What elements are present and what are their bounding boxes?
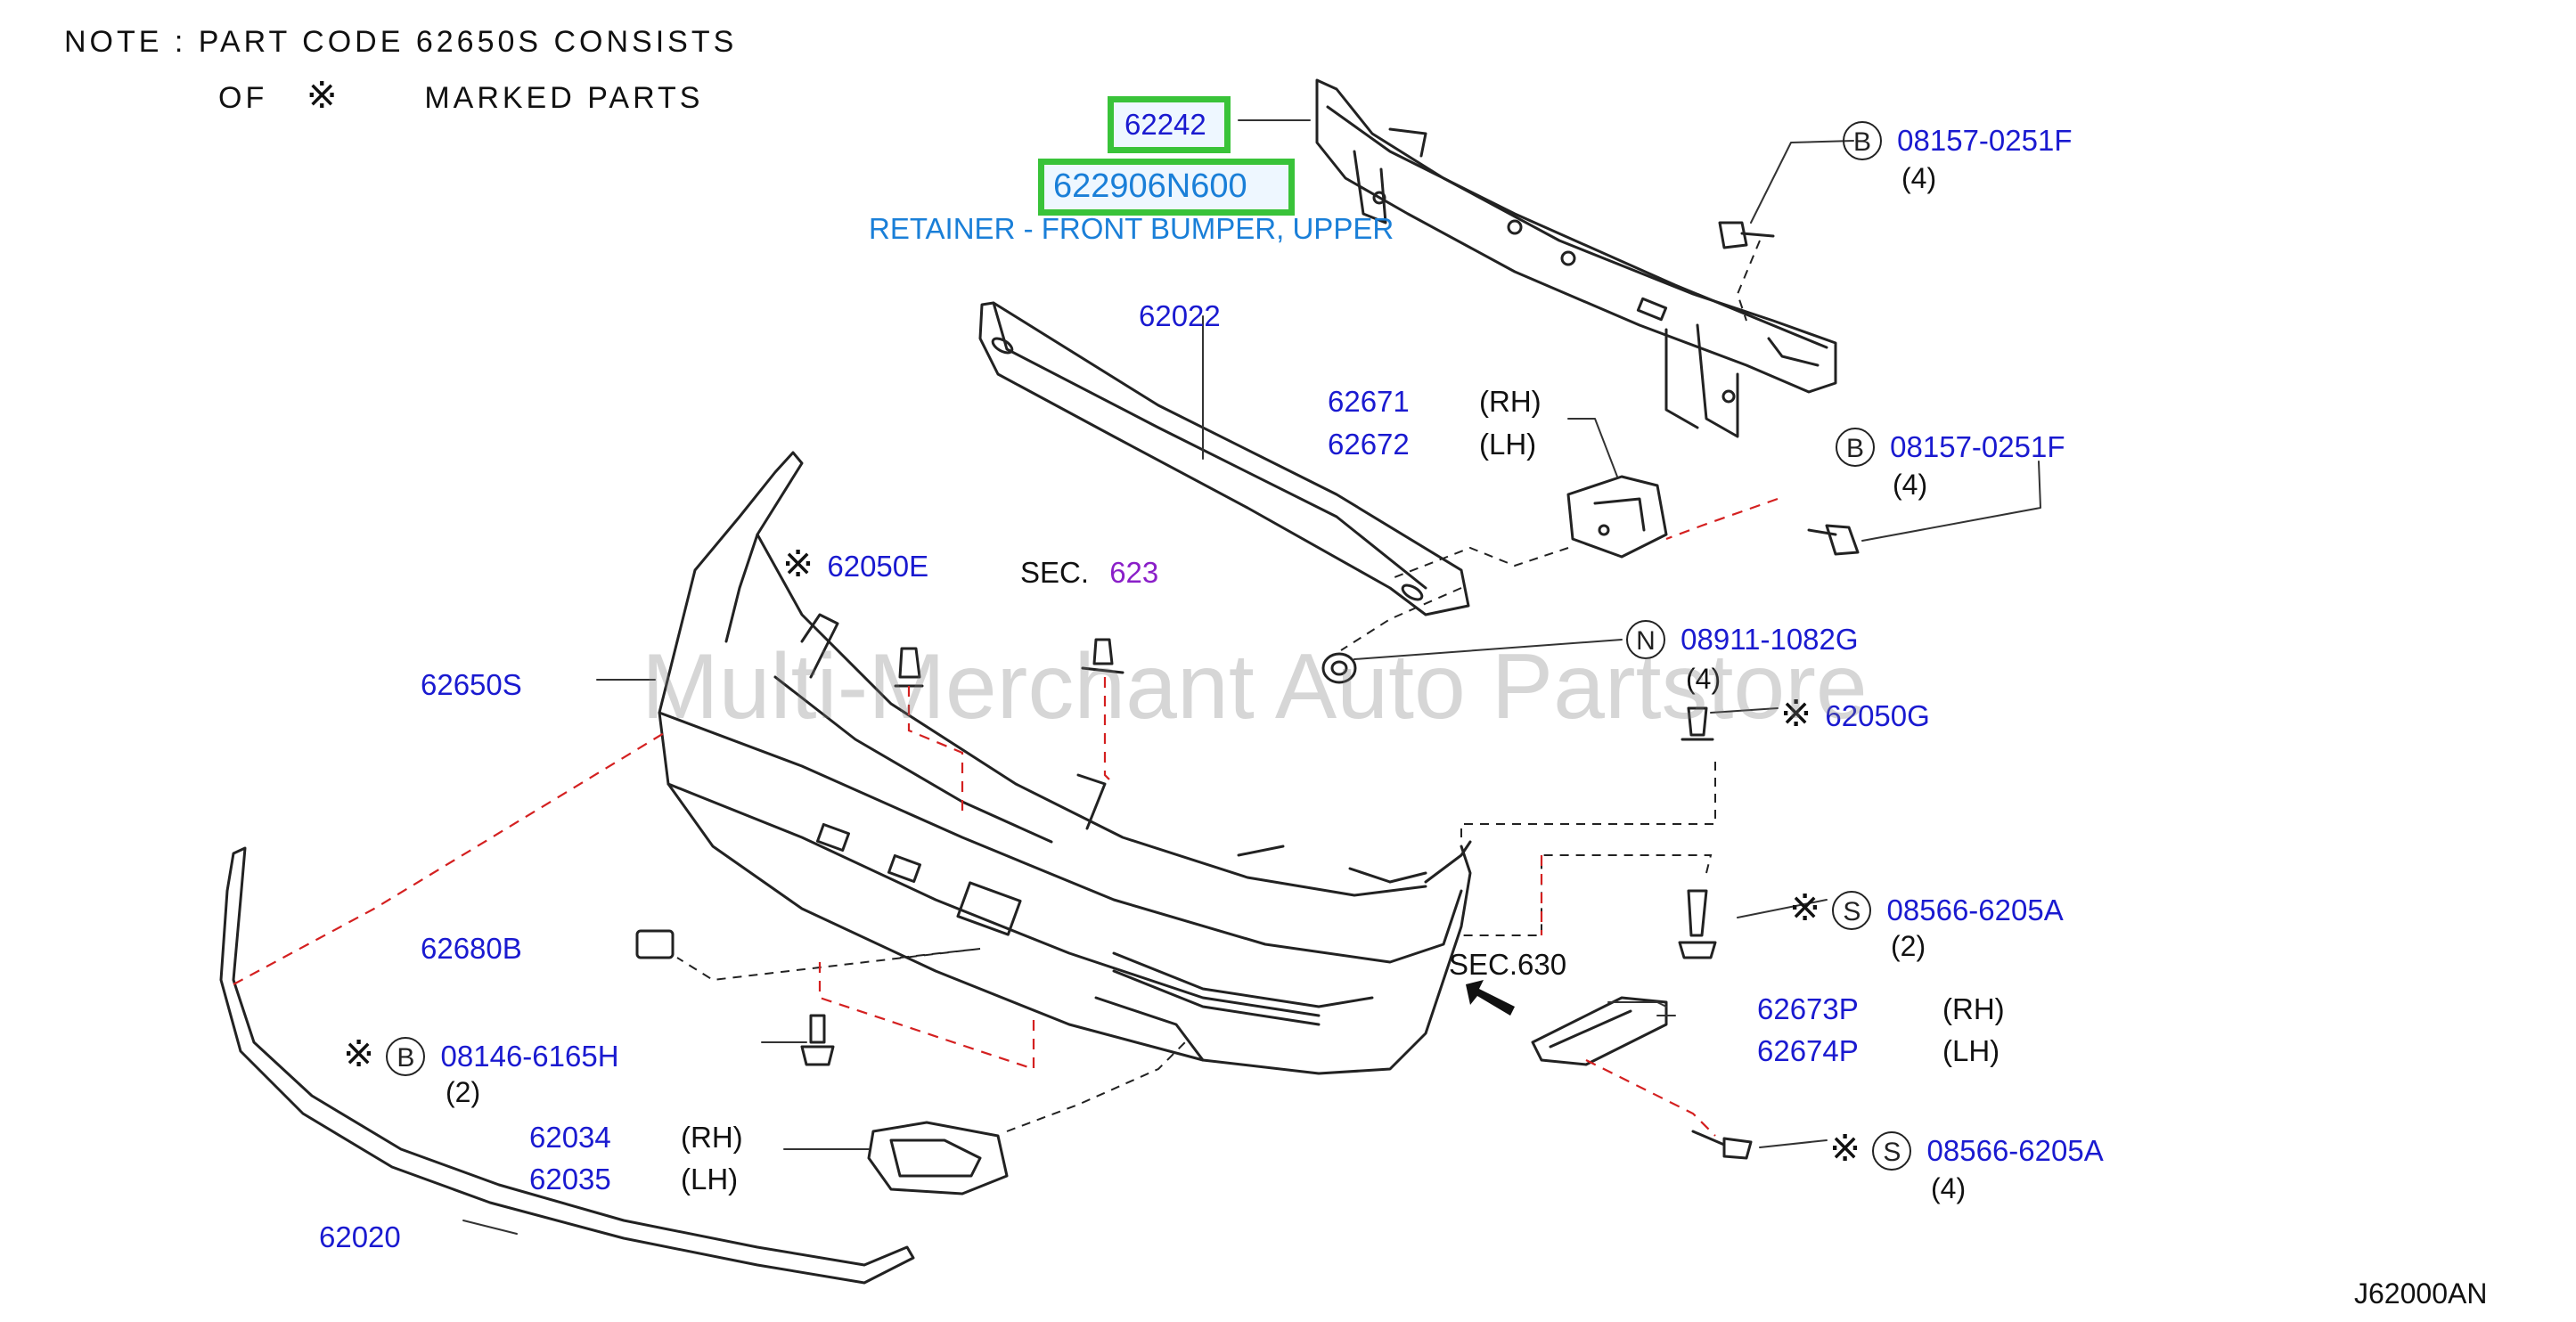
sec-label: SEC. [1020,556,1090,589]
sec630-arrow [1466,980,1515,1016]
bracket-62673P [1531,996,1668,1066]
qty-b2: (4) [1893,469,1928,501]
fastener-b3[interactable]: ※ B 08146-6165H [343,1035,619,1076]
part-62050G[interactable]: ※ 62050G [1780,695,1930,732]
marked-symbol-icon: ※ [1780,692,1812,734]
section-623[interactable]: SEC. 623 [1020,558,1158,587]
qty-b3: (2) [446,1076,481,1108]
part-62242[interactable]: 62242 [1124,108,1206,141]
fastener-n1[interactable]: N 08911-1082G [1626,620,1859,659]
bumper-fascia [658,451,1472,1075]
clip-62680B [635,929,675,959]
side-lh-62674P: (LH) [1942,1034,2000,1067]
b-circle-icon: B [1836,428,1875,467]
part-62673P[interactable]: 62673P [1757,992,1859,1025]
watermark: Multi-Merchant Auto Partstore [642,635,1868,739]
upper-retainer [1315,78,1837,438]
code-08146-6165H: 08146-6165H [440,1040,619,1073]
note-marked-parts: MARKED PARTS [424,81,704,115]
part-62672[interactable]: 62672 [1328,428,1410,461]
part-62050E[interactable]: ※ 62050E [782,545,928,583]
side-rh-62671: (RH) [1479,385,1542,418]
code-08157-0251F: 08157-0251F [1897,124,2073,157]
highlight-box-part-number [1038,159,1295,216]
fastener-b2[interactable]: B 08157-0251F [1836,428,2065,467]
b-circle-icon: B [1843,121,1882,160]
fastener-s1[interactable]: ※ S 08566-6205A [1789,889,2064,930]
part-description: RETAINER - FRONT BUMPER, UPPER [869,212,1394,245]
side-lh-62672: (LH) [1479,428,1537,461]
fasteners [800,221,1860,1160]
section-630[interactable]: SEC.630 [1449,948,1567,981]
n-circle-icon: N [1626,620,1665,659]
marked-symbol-icon: ※ [343,1032,375,1074]
code-08911-1082G: 08911-1082G [1681,623,1859,656]
marked-symbol-icon: ※ [1789,886,1821,928]
note-line1: NOTE : PART CODE 62650S CONSISTS [64,25,738,59]
diagram-code: J62000AN [2354,1277,2488,1310]
b-circle-icon: B [386,1037,426,1076]
fog-bezel [867,1121,1009,1196]
s-circle-icon: S [1872,1131,1912,1171]
part-62680B[interactable]: 62680B [421,932,522,965]
part-number-622906N600[interactable]: 622906N600 [1053,167,1247,205]
fastener-s2[interactable]: ※ S 08566-6205A [1829,1130,2104,1171]
part-62674P[interactable]: 62674P [1757,1034,1859,1067]
qty-s1: (2) [1891,930,1926,962]
part-62671[interactable]: 62671 [1328,385,1410,418]
part-62035[interactable]: 62035 [529,1163,611,1196]
s-circle-icon: S [1832,891,1872,930]
qty-n1: (4) [1686,663,1721,695]
marked-symbol-icon: ※ [782,543,814,584]
side-lh-62035: (LH) [681,1163,739,1196]
highlight-box-62242 [1108,96,1231,153]
note-of: OF [218,81,268,115]
marked-symbol-icon: ※ [1829,1127,1861,1169]
code-08566-6205A: 08566-6205A [1926,1134,2104,1167]
part-62650S[interactable]: 62650S [421,668,522,701]
lower-molding [219,846,915,1285]
sec-623-number: 623 [1109,556,1159,589]
bracket-62671 [1566,475,1668,559]
code-08157-0251F: 08157-0251F [1890,430,2065,463]
part-62020[interactable]: 62020 [319,1220,401,1253]
note-line2: OF ※ MARKED PARTS [218,77,703,114]
side-rh-62673P: (RH) [1942,992,2005,1025]
fastener-b1[interactable]: B 08157-0251F [1843,121,2073,160]
code-08566-6205A: 08566-6205A [1886,894,2064,926]
part-62050G-label: 62050G [1825,699,1930,732]
marked-symbol-icon: ※ [306,74,341,116]
part-62034[interactable]: 62034 [529,1121,611,1154]
qty-b1: (4) [1901,162,1937,194]
qty-s2: (4) [1931,1172,1967,1204]
part-62022[interactable]: 62022 [1139,299,1221,332]
side-rh-62034: (RH) [681,1121,743,1154]
bumper-reinforcement [978,301,1470,616]
part-62050E-label: 62050E [827,550,929,583]
